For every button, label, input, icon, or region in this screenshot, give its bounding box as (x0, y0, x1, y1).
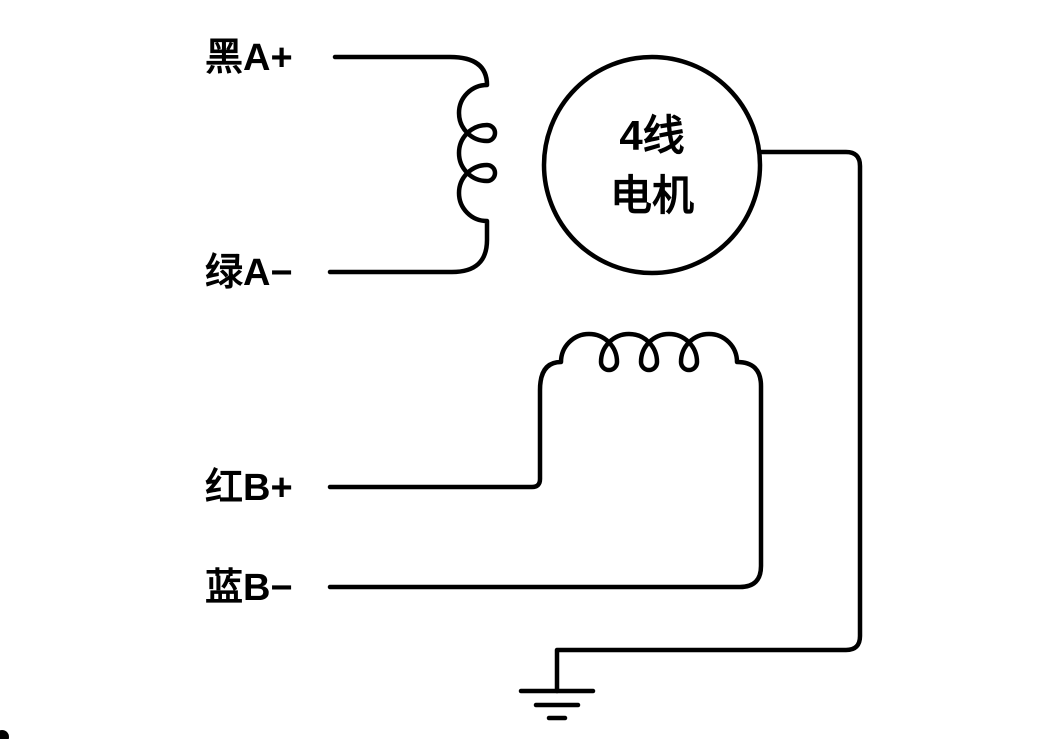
motor-circle (541, 54, 763, 276)
label-green-a-minus: 绿A− (205, 252, 293, 294)
coil-b (327, 331, 764, 590)
corner-mark (0, 730, 9, 739)
label-red-b-plus: 红B+ (205, 467, 293, 509)
label-blue-b-minus: 蓝B− (205, 567, 293, 609)
coil-a (327, 54, 498, 275)
ground-wire (554, 149, 863, 694)
motor-label-line1: 4线 (619, 112, 684, 159)
ground-symbol (518, 688, 596, 721)
motor-label-line2: 电机 (610, 172, 694, 219)
label-black-a-plus: 黑A+ (205, 37, 293, 79)
